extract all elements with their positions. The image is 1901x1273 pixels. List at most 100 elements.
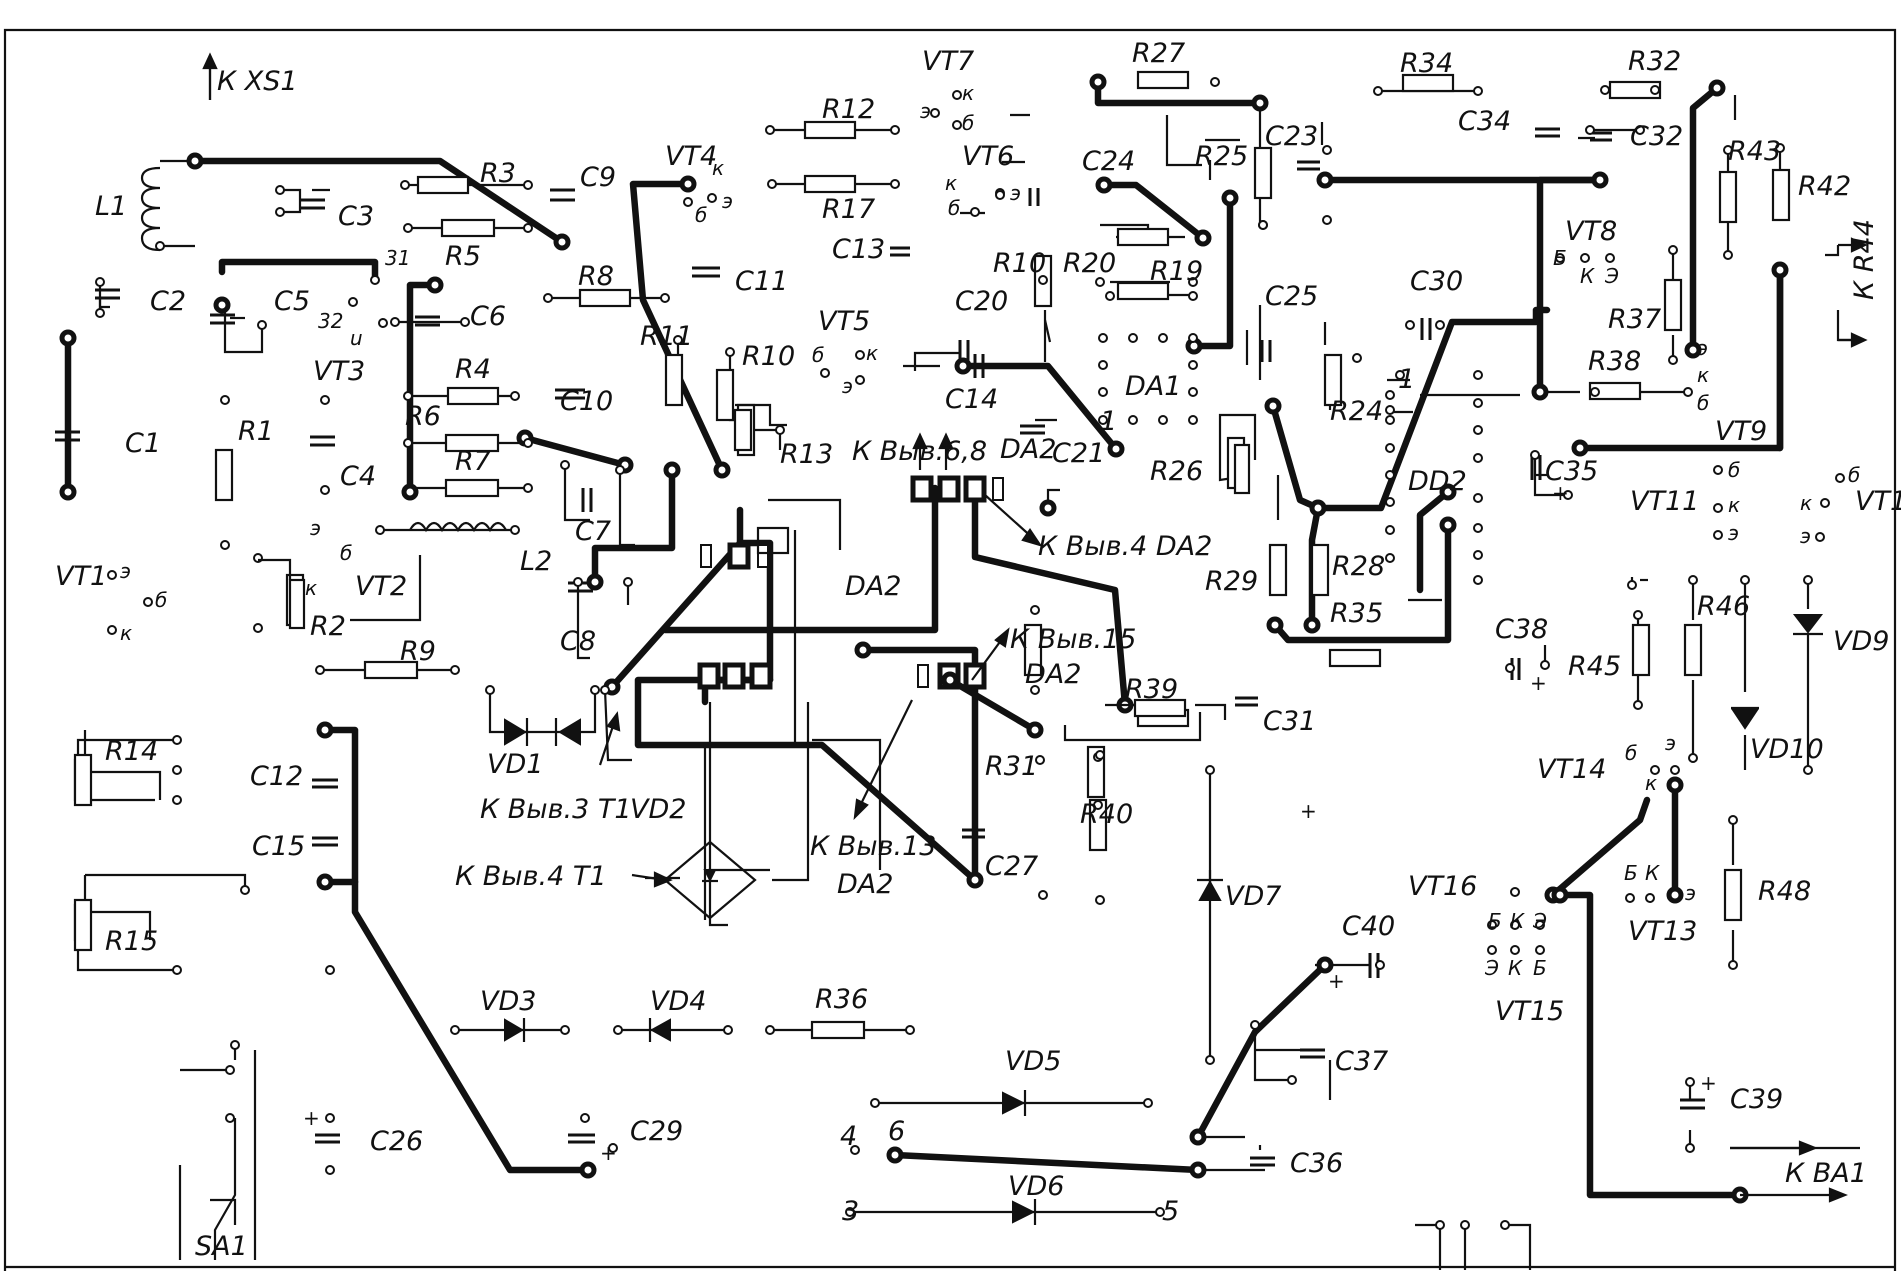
inductor-l2-coil — [409, 521, 507, 533]
label-r38: R38 — [1588, 346, 1641, 377]
label-vt6: VT6 — [962, 141, 1014, 172]
label-r34: R34 — [1400, 48, 1453, 79]
vt4-pin-k: к — [712, 156, 724, 180]
vt5-pin-b: б — [812, 343, 824, 367]
label-c21: C21 — [1052, 438, 1105, 469]
label-c13: C13 — [832, 234, 885, 265]
label-vt4: VT4 — [665, 141, 717, 172]
label-vt3: VT3 — [313, 356, 365, 387]
label-c37: C37 — [1335, 1046, 1388, 1077]
vt12-pin-b: б — [1848, 463, 1860, 487]
label-k-da2-15: К Выв.15 — [1010, 624, 1136, 655]
label-r4: R4 — [455, 354, 491, 385]
label-pin-5: 5 — [1162, 1196, 1179, 1227]
label-c26: C26 — [370, 1126, 423, 1157]
label-c27: C27 — [985, 851, 1038, 882]
label-c40: C40 — [1342, 911, 1395, 942]
label-vd5: VD5 — [1005, 1046, 1061, 1077]
label-k-da2-68: К Выв.6,8 — [852, 436, 987, 467]
c40-plus: + — [1328, 969, 1345, 993]
label-r7: R7 — [455, 446, 491, 477]
vt16-pin-k: К — [1510, 909, 1525, 933]
label-c23: C23 — [1265, 121, 1318, 152]
label-c35: C35 — [1545, 456, 1598, 487]
connection-arrows — [202, 52, 1868, 1203]
vt7-pin-b: б — [962, 111, 974, 135]
label-c3: C3 — [338, 201, 374, 232]
label-vd7: VD7 — [1225, 881, 1281, 912]
label-r48: R48 — [1758, 876, 1811, 907]
label-r40: R40 — [1080, 799, 1133, 830]
label-pin-6: 6 — [888, 1116, 905, 1147]
vt8-pin-e: Э — [1604, 264, 1619, 288]
label-r43: R43 — [1728, 136, 1781, 167]
vt12-pin-e: э — [1800, 524, 1811, 548]
vt15-pin-b: Б — [1533, 956, 1547, 980]
label-c39: C39 — [1730, 1084, 1783, 1115]
label-c32: C32 — [1630, 121, 1683, 152]
vt9-pin-b: б — [1697, 391, 1709, 415]
label-c7: C7 — [575, 516, 611, 547]
vt1-pin-e: э — [120, 559, 131, 583]
c29-plus: + — [600, 1141, 617, 1165]
vt2-pin-e: э — [310, 516, 321, 540]
vt14-pin-b: б — [1625, 741, 1637, 765]
label-vd3: VD3 — [480, 986, 536, 1017]
label-r46: R46 — [1697, 591, 1750, 622]
label-r31: R31 — [985, 751, 1038, 782]
label-vt11: VT11 — [1630, 486, 1699, 517]
label-r10b: R10 — [993, 248, 1046, 279]
label-vd9: VD9 — [1833, 626, 1889, 657]
vt2-pin-b: б — [340, 541, 352, 565]
label-r37: R37 — [1608, 304, 1661, 335]
label-r3: R3 — [480, 158, 516, 189]
label-vt7: VT7 — [922, 46, 974, 77]
label-da1: DA1 — [1125, 371, 1181, 402]
label-vt16: VT16 — [1408, 871, 1477, 902]
label-r10a: R10 — [742, 341, 795, 372]
vt8-pin-k: К — [1580, 264, 1595, 288]
vt7-pin-e: э — [920, 99, 931, 123]
label-r8: R8 — [578, 261, 614, 292]
label-c14: C14 — [945, 384, 998, 415]
label-r12: R12 — [822, 94, 875, 125]
label-pin-u: u — [350, 326, 363, 350]
vt12-pin-k: к — [1800, 491, 1812, 515]
label-r36: R36 — [815, 984, 868, 1015]
label-k-da2-13-b: DA2 — [837, 869, 893, 900]
label-c24: C24 — [1082, 146, 1135, 177]
label-vt1: VT1 — [55, 561, 107, 592]
label-r14: R14 — [105, 736, 158, 767]
label-c1: C1 — [125, 428, 161, 459]
label-vt14: VT14 — [1537, 754, 1606, 785]
label-c38: C38 — [1495, 614, 1548, 645]
round-pads — [59, 73, 1845, 1230]
vt6-pin-k: к — [945, 171, 957, 195]
label-r20: R20 — [1063, 248, 1116, 279]
c39-plus: + — [1700, 1071, 1717, 1095]
label-r24: R24 — [1330, 396, 1383, 427]
label-r17: R17 — [822, 194, 875, 225]
label-k-da2-4: К Выв.4 DA2 — [1038, 531, 1212, 562]
vt16-pin-e: Э — [1532, 909, 1547, 933]
label-c5: C5 — [274, 286, 310, 317]
label-vt8: VT8 — [1565, 216, 1617, 247]
vt13-pin-k: К — [1645, 861, 1660, 885]
label-c12: C12 — [250, 761, 303, 792]
label-c15: C15 — [252, 831, 305, 862]
board-outline — [3, 28, 1897, 1271]
vt4-pin-e: э — [722, 189, 733, 213]
label-r27: R27 — [1132, 38, 1185, 69]
c26-plus: + — [303, 1106, 320, 1130]
vt11-pin-b: б — [1728, 458, 1740, 482]
label-k-da2-13: К Выв.13 — [810, 831, 936, 862]
label-vd6: VD6 — [1008, 1171, 1064, 1202]
label-c29: C29 — [630, 1116, 683, 1147]
label-k-ba1: К BA1 — [1785, 1158, 1867, 1189]
vt9-pin-k: к — [1697, 363, 1709, 387]
label-c9: C9 — [580, 162, 616, 193]
label-vt2: VT2 — [355, 571, 407, 602]
vt11-pin-k: к — [1728, 493, 1740, 517]
label-l1: L1 — [95, 191, 127, 222]
vt2-pin-k: к — [305, 576, 317, 600]
